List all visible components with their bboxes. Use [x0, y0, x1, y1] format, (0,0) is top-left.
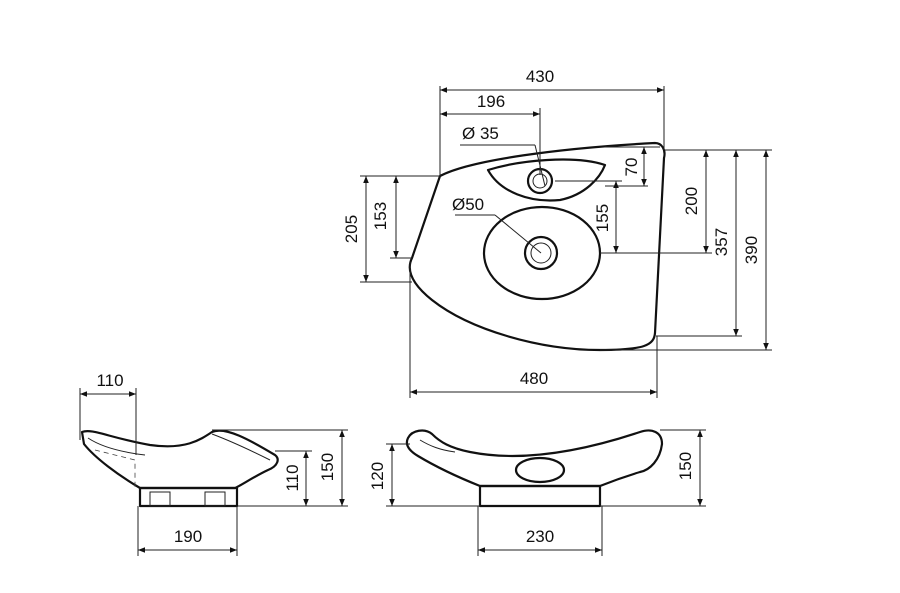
dim-waste-hole: Ø50	[452, 195, 484, 214]
side-pedestal	[138, 486, 239, 508]
dim-153: 153	[371, 202, 390, 230]
front-overflow-hole	[514, 456, 566, 484]
dim-480: 480	[520, 369, 548, 388]
dim-side-150: 150	[318, 453, 337, 481]
dim-70: 70	[622, 158, 641, 177]
front-view: 120 150 230	[368, 429, 706, 556]
dim-196: 196	[477, 92, 505, 111]
front-pedestal	[478, 484, 602, 508]
dim-side-110-right: 110	[283, 464, 302, 491]
dim-side-190: 190	[174, 527, 202, 546]
dim-front-120: 120	[368, 462, 387, 490]
dim-430: 430	[526, 67, 554, 86]
dim-200: 200	[682, 187, 701, 215]
dim-155: 155	[593, 204, 612, 232]
dim-357: 357	[712, 228, 731, 256]
basin-outline-top	[408, 141, 666, 352]
dim-side-110-top: 110	[96, 371, 123, 390]
side-basin-outline	[80, 429, 279, 490]
dim-390: 390	[742, 236, 761, 264]
side-inner-rim	[87, 433, 271, 461]
waste-hole-inner	[530, 242, 552, 264]
side-view: 110 110 150 190	[79, 371, 348, 556]
dim-tap-hole: Ø 35	[462, 124, 499, 143]
waste-hole-outer	[523, 235, 559, 271]
dim-front-230: 230	[526, 527, 554, 546]
dim-front-150: 150	[676, 452, 695, 480]
front-basin-outline	[405, 429, 664, 488]
tap-deck	[486, 158, 607, 202]
dim-205: 205	[342, 215, 361, 243]
top-view: 430 196 Ø 35 70 200 357 390 155	[342, 67, 772, 398]
